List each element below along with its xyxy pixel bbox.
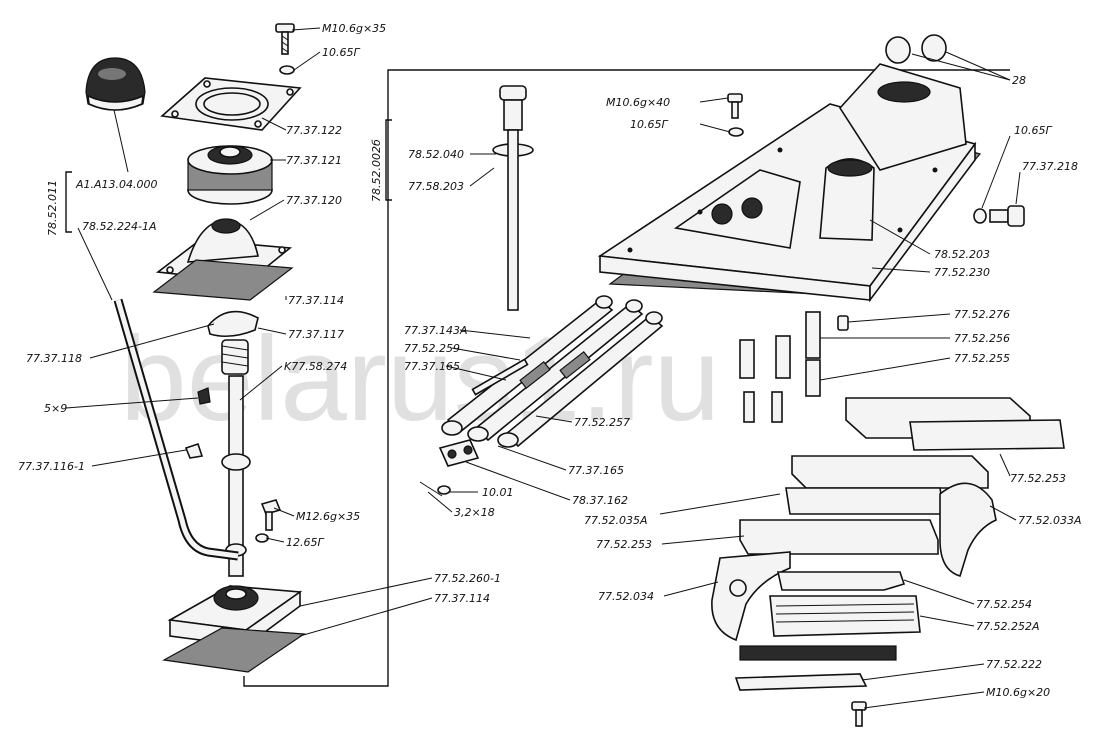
- label-housing-203: 78.52.203: [934, 248, 990, 261]
- label-fork-253-left: 77.52.253: [596, 538, 652, 551]
- label-fork-035a: 77.52.035A: [584, 514, 648, 527]
- washer-right-part: [973, 208, 987, 224]
- washer-1001-part: [437, 485, 451, 495]
- label-pin-162: 78.37.162: [572, 494, 628, 507]
- pin-part: [197, 387, 211, 405]
- label-detent-255: 77.52.255: [954, 352, 1010, 365]
- cotter-pin-part: [419, 481, 443, 497]
- leader-lines: [65, 27, 1021, 709]
- label-gearshift-assembly: 78.52.011: [46, 180, 59, 236]
- fork-253-part: [739, 519, 939, 555]
- assembly-frame: [243, 69, 1010, 687]
- label-bolt-m10-20: M10.6g×20: [986, 686, 1050, 699]
- label-bolt-m10-35: M10.6g×35: [322, 22, 386, 35]
- label-rod-165-b: 77.37.165: [568, 464, 624, 477]
- label-washer-mid: 10.65Г: [630, 118, 668, 131]
- label-oring: 77.58.203: [408, 180, 464, 193]
- label-plate-222: 77.52.222: [986, 658, 1042, 671]
- label-rod-259: 77.52.259: [404, 342, 460, 355]
- fork-033a-part: [939, 482, 997, 577]
- label-bolt-218: 77.37.218: [1022, 160, 1078, 173]
- seal-part: [187, 145, 273, 205]
- bolt-top-part: [275, 23, 295, 55]
- label-bolt-m10-40: M10.6g×40: [606, 96, 670, 109]
- label-plate-254: 77.52.254: [976, 598, 1032, 611]
- bolt-m10-40-part: [727, 93, 743, 119]
- label-washer-top: 10.65Г: [322, 46, 360, 59]
- gearbox-housing-part: [597, 63, 982, 303]
- shift-rods-part: [441, 295, 664, 448]
- label-gasket-bottom: 77.37.114: [434, 592, 490, 605]
- gasket-top-part: [152, 259, 294, 301]
- label-pin-276: 77.52.276: [954, 308, 1010, 321]
- plate-254-part: [777, 571, 906, 591]
- label-plugs-28: 28: [1012, 74, 1026, 87]
- labels: M10.6g×35 10.65Г A1.A13.04.000 78.52.224…: [18, 22, 1082, 699]
- rack-part: [739, 645, 897, 661]
- cap-part: [207, 310, 259, 338]
- label-washer-right: 10.65Г: [1014, 124, 1052, 137]
- pin-276-part: [837, 315, 849, 331]
- link-pin-part: [438, 439, 480, 467]
- lever-shaft-part: [221, 375, 251, 577]
- label-cover-assembly: 78.52.002б: [370, 139, 383, 202]
- dipstick-part: [492, 85, 534, 311]
- label-gasket-top: 77.37.114: [288, 294, 344, 307]
- label-seal-121: 77.37.121: [286, 154, 342, 167]
- label-rod-165-a: 77.37.165: [404, 360, 460, 373]
- label-washer-1001: 10.01: [482, 486, 514, 499]
- gasket-bottom-part: [162, 627, 306, 673]
- plate-252a-part: [769, 595, 921, 637]
- label-cotter: 3,2×18: [454, 506, 495, 519]
- label-gasket-230: 77.52.230: [934, 266, 990, 279]
- ball-part: [184, 442, 204, 459]
- cover-bracket: [385, 119, 392, 201]
- label-spring-256: 77.52.256: [954, 332, 1010, 345]
- washer-top-part: [279, 65, 295, 75]
- springs-part: [739, 311, 821, 423]
- label-fork-033a: 77.52.033A: [1018, 514, 1082, 527]
- gear-lever-assembly: [65, 23, 306, 673]
- label-lever-rod: 77.37.118: [26, 352, 82, 365]
- label-fork-253-right: 77.52.253: [1010, 472, 1066, 485]
- label-pin-5x9: 5×9: [44, 402, 67, 415]
- label-fork-034: 77.52.034: [598, 590, 654, 603]
- fork-upper-part: [845, 397, 1065, 451]
- label-plate-260-1: 77.52.260-1: [434, 572, 501, 585]
- label-boot-120: 77.37.120: [286, 194, 342, 207]
- plugs-part: [885, 34, 947, 64]
- plate-222-part: [734, 673, 868, 691]
- label-cover-122: 77.37.122: [286, 124, 342, 137]
- bolt-m12-part: [260, 499, 282, 531]
- bolt-right-part: [989, 205, 1025, 227]
- label-cap-117: 77.37.117: [288, 328, 344, 341]
- label-lever-assembly: 78.52.224-1A: [82, 220, 156, 233]
- label-rod-143a: 77.37.143A: [404, 324, 468, 337]
- label-plate-252a: 77.52.252A: [976, 620, 1040, 633]
- bolt-bottom-part: [851, 701, 867, 727]
- fork-middle-part: [785, 455, 989, 515]
- assembly-bracket-left: [65, 171, 72, 233]
- knob-part: [85, 57, 146, 111]
- label-spring-274: K77.58.274: [284, 360, 347, 373]
- washer-mid-part: [728, 127, 744, 137]
- cover-plate-part: [160, 77, 302, 131]
- label-rod-257: 77.52.257: [574, 416, 630, 429]
- label-dipstick: 78.52.040: [408, 148, 464, 161]
- spring-part: [221, 339, 249, 375]
- label-washer-12: 12.65Г: [286, 536, 324, 549]
- fork-034-part: [711, 551, 791, 642]
- label-knob: A1.A13.04.000: [75, 178, 158, 191]
- label-ball-116-1: 77.37.116-1: [18, 460, 85, 473]
- label-bolt-m12: M12.6g×35: [296, 510, 360, 523]
